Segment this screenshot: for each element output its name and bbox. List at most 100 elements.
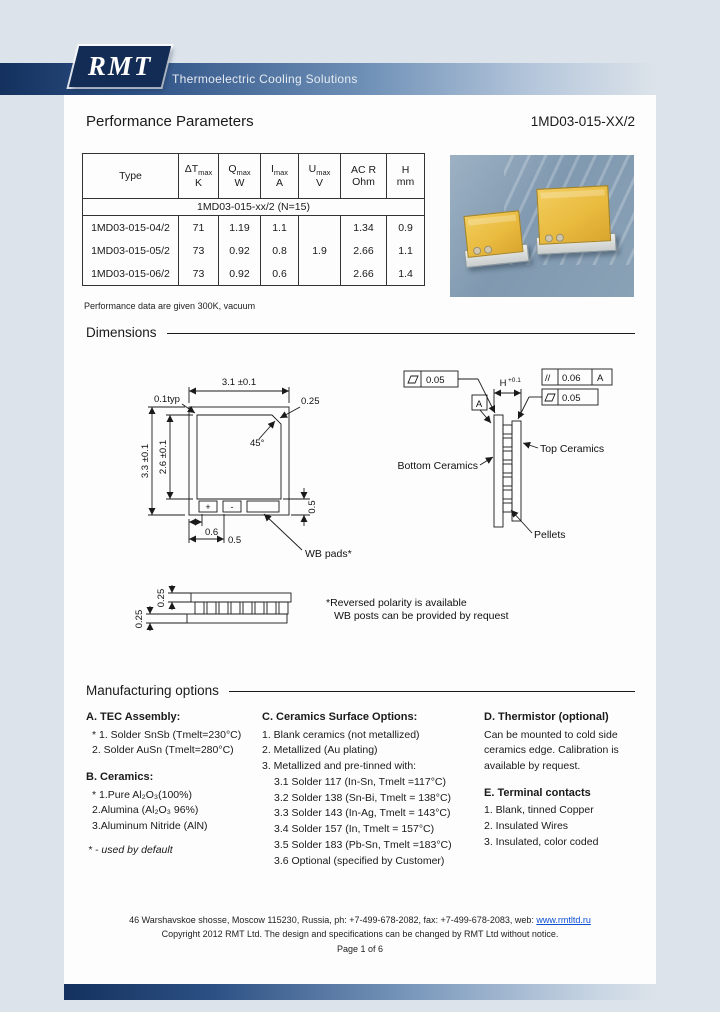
top-ceramics-label: Top Ceramics [540, 443, 604, 455]
dim-h: H [500, 378, 507, 389]
part-number: 1MD03-015-XX/2 [530, 114, 635, 129]
pellets-label: Pellets [534, 529, 566, 541]
dim-chamfer-angle: 45° [250, 438, 265, 449]
top-ceramic-plate [511, 420, 522, 522]
manufacturing-title: Manufacturing options [86, 683, 219, 698]
bottom-ceramic-plate [493, 414, 504, 528]
ceramics-title: B. Ceramics: [86, 771, 154, 783]
flatness-bottom-value: 0.05 [426, 375, 445, 386]
table-footnote: Performance data are given 300K, vacuum [84, 301, 256, 311]
tec-assembly-title: A. TEC Assembly: [86, 711, 181, 723]
option-item: 3. Metallized and pre-tinned with: [262, 760, 417, 772]
dim-pad-height: 0.5 [307, 500, 318, 513]
dim-corner-offset: 0.25 [301, 396, 320, 407]
page-number: Page 1 of 6 [336, 944, 384, 954]
wb-posts-note: WB posts can be provided by request [334, 610, 509, 622]
inner-metallization-outline [196, 414, 282, 500]
option-item: 3.4 Solder 157 (In, Tmelt = 157°C) [274, 823, 435, 835]
manufacturing-section-header: Manufacturing options [86, 683, 635, 698]
dim-pad-width: 0.5 [228, 535, 241, 546]
solder-options: 3.1 Solder 117 (In-Sn, Tmelt =117°C) 3.2… [274, 775, 484, 870]
heading-rule [228, 691, 635, 692]
profile-bottom-ceramic [186, 613, 288, 624]
minus-pad [222, 500, 242, 513]
dim-width-top: 3.1 ±0.1 [222, 377, 256, 388]
module-outline-top-view [188, 406, 290, 516]
wb-pads-label: WB pads* [305, 548, 352, 560]
flatness-top-value: 0.05 [562, 393, 581, 404]
bottom-ceramics-label: Bottom Ceramics [397, 460, 478, 472]
option-item: 1. Blank, tinned Copper [484, 804, 594, 817]
table-row: 1MD03-015-05/2 73 0.92 0.8 2.66 1.1 [83, 239, 425, 262]
plus-pad [198, 500, 218, 513]
option-item: 1. Blank ceramics (not metallized) [262, 728, 420, 741]
copyright-line: Copyright 2012 RMT Ltd. The design and s… [161, 929, 559, 939]
rmt-logo-text: RMT [87, 51, 153, 81]
option-item: 3.3 Solder 143 (In-Ag, Tmelt = 143°C) [274, 807, 451, 820]
tec-assembly-section: A. TEC Assembly: * 1. Solder SnSb (Tmelt… [86, 709, 262, 869]
manufacturing-options: A. TEC Assembly: * 1. Solder SnSb (Tmelt… [86, 709, 640, 869]
dim-height-outer: 3.3 ±0.1 [140, 444, 151, 478]
table-row: 1MD03-015-04/2 71 1.19 1.1 1.9 1.34 0.9 [83, 215, 425, 286]
footer-banner [64, 984, 656, 1000]
page-content: Performance Parameters 1MD03-015-XX/2 Ty… [64, 95, 656, 984]
default-footnote: * - used by default [88, 843, 173, 856]
tec-module-image [463, 210, 530, 269]
column-header-type: Type [82, 153, 179, 199]
dimensions-section-header: Dimensions [86, 325, 635, 340]
option-item: * 1.Pure Al₂O₃(100%) [92, 788, 192, 801]
terminals-title: E. Terminal contacts [484, 786, 591, 799]
surface-options-title: C. Ceramics Surface Options: [262, 711, 418, 723]
website-link[interactable]: www.rmtltd.ru [536, 915, 591, 925]
rmt-logo: RMT [68, 46, 172, 87]
option-item: 2. Solder AuSn (Tmelt=280°C) [92, 744, 234, 757]
option-item: 3.Aluminum Nitride (AlN) [92, 820, 208, 832]
option-item: 3.6 Optional (specified by Customer) [274, 854, 445, 867]
table-group-row: 1MD03-015-xx/2 (N=15) [82, 198, 425, 216]
parallelism-datum-ref: A [597, 373, 604, 384]
parallelism-value: 0.06 [562, 373, 581, 384]
page-title: Performance Parameters [86, 113, 254, 130]
umax-merged-cell: 1.9 [298, 215, 341, 286]
address-line: 46 Warshavskoe shosse, Moscow 115230, Ru… [129, 915, 591, 925]
thermistor-title: D. Thermistor (optional) [484, 711, 609, 723]
thermistor-terminals-section: D. Thermistor (optional) Can be mounted … [484, 709, 640, 869]
dim-profile-top: 0.25 [156, 589, 167, 608]
table-row: 1MD03-015-06/2 73 0.92 0.6 2.66 1.4 [83, 262, 425, 286]
datum-a-box [471, 394, 488, 411]
dim-pad-offset: 0.6 [205, 527, 218, 538]
minus-sign: - [231, 502, 234, 512]
option-item: 3. Insulated, color coded [484, 835, 599, 848]
option-item: 3.1 Solder 117 (In-Sn, Tmelt =117°C) [274, 775, 446, 788]
dimensions-title: Dimensions [86, 325, 157, 340]
thermistor-body: Can be mounted to cold side ceramics edg… [484, 728, 619, 773]
dimensions-drawing: 3.1 ±0.1 0.1typ 0.25 45° 3.3 ±0.1 2.6 ±0… [134, 368, 613, 631]
heading-rule [166, 333, 635, 334]
parallelism-symbol: // [545, 373, 551, 384]
polarity-note: *Reversed polarity is available [326, 597, 467, 609]
plus-sign: + [205, 502, 210, 512]
surface-options-section: C. Ceramics Surface Options: 1. Blank ce… [262, 709, 484, 869]
company-tagline: Thermoelectric Cooling Solutions [172, 72, 358, 86]
dim-typ: 0.1typ [154, 394, 180, 405]
wb-pad [246, 500, 280, 513]
profile-top-ceramic [190, 592, 292, 603]
option-item: 2.Alumina (Al₂O₃ 96%) [92, 804, 199, 817]
option-item: 2. Metallized (Au plating) [262, 744, 378, 757]
performance-header: Performance Parameters 1MD03-015-XX/2 [86, 113, 635, 130]
product-photo [450, 155, 634, 297]
datum-a-label: A [476, 399, 483, 410]
dim-height-inner: 2.6 ±0.1 [158, 440, 169, 474]
dim-h-tolerance: +0.1 [508, 377, 521, 384]
option-item: 2. Insulated Wires [484, 820, 569, 832]
tec-module-image [535, 185, 617, 255]
